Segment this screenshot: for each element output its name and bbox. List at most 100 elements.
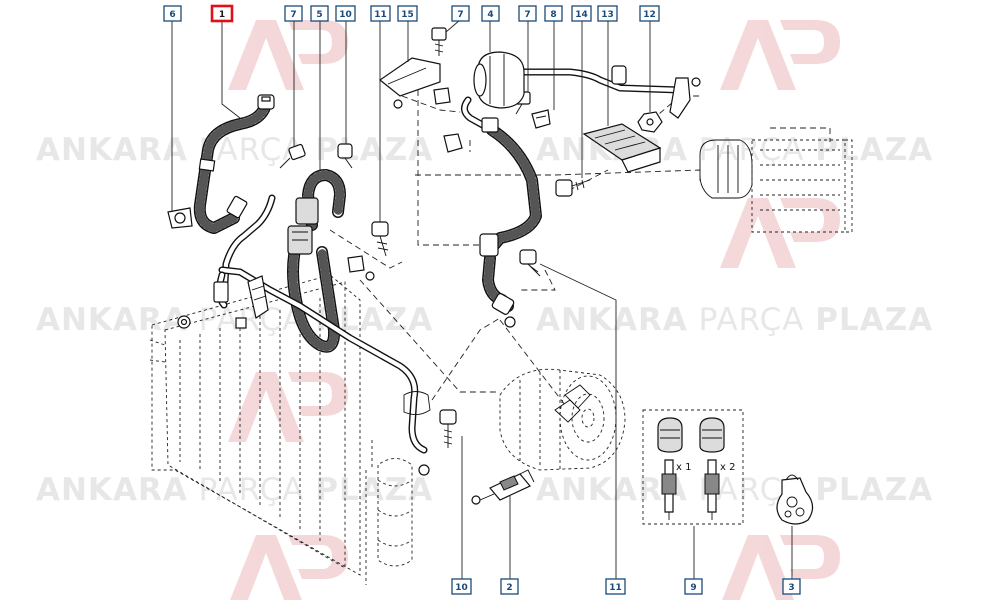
svg-text:7: 7 bbox=[524, 10, 530, 20]
refrigerant-lines bbox=[193, 65, 701, 476]
svg-text:3: 3 bbox=[788, 583, 794, 593]
svg-text:2: 2 bbox=[506, 583, 512, 593]
part-8-clip bbox=[531, 109, 551, 129]
svg-text:14: 14 bbox=[575, 10, 588, 20]
svg-text:5: 5 bbox=[316, 10, 322, 20]
callout-11[interactable]: 11 bbox=[370, 5, 391, 22]
part-6-clip bbox=[167, 207, 193, 229]
part-11-bolt-lower bbox=[519, 249, 541, 277]
svg-text:15: 15 bbox=[401, 10, 414, 20]
part-7-bolt bbox=[279, 143, 306, 169]
part-15-bracket bbox=[378, 57, 451, 109]
o-ring-icon bbox=[691, 77, 701, 87]
svg-text:4: 4 bbox=[487, 10, 493, 20]
svg-text:7: 7 bbox=[290, 10, 296, 20]
compressor-port-icon bbox=[564, 384, 591, 409]
o-ring-icon bbox=[365, 271, 375, 281]
callout-3[interactable]: 3 bbox=[782, 578, 801, 595]
callout-13[interactable]: 13 bbox=[597, 5, 618, 22]
kit-qty-2: x 2 bbox=[720, 462, 735, 473]
svg-text:9: 9 bbox=[690, 583, 696, 593]
svg-text:11: 11 bbox=[609, 583, 622, 593]
part-10-bolt bbox=[337, 143, 353, 169]
part-9-valve-kit: x 1 x 2 bbox=[642, 409, 744, 525]
hose-part-5 bbox=[287, 169, 346, 353]
callout-9[interactable]: 9 bbox=[684, 578, 703, 595]
watermark-logo bbox=[230, 535, 348, 600]
callout-1-highlighted[interactable]: 1 bbox=[210, 4, 234, 23]
o-ring-icon bbox=[504, 316, 516, 328]
part-2-pressure-switch bbox=[471, 469, 535, 505]
valve-core-icon bbox=[704, 459, 720, 520]
hose-fitting-icon bbox=[479, 233, 499, 257]
valve-core-icon bbox=[661, 459, 677, 520]
callout-4[interactable]: 4 bbox=[481, 5, 500, 22]
watermark-text: ANKARA PARÇA PLAZA bbox=[36, 472, 433, 508]
callout-11[interactable]: 11 bbox=[605, 578, 626, 595]
callout-12[interactable]: 12 bbox=[639, 5, 660, 22]
hose-part-1 bbox=[193, 94, 275, 234]
callout-10[interactable]: 10 bbox=[335, 5, 356, 22]
assembly-lines bbox=[329, 90, 701, 406]
callout-8[interactable]: 8 bbox=[544, 5, 563, 22]
condenser-outline bbox=[149, 274, 413, 585]
svg-text:1: 1 bbox=[219, 10, 225, 20]
hose-center bbox=[461, 96, 542, 328]
svg-text:6: 6 bbox=[169, 10, 175, 20]
part-3-seal-bag bbox=[776, 474, 814, 525]
compressor-outline bbox=[499, 368, 626, 471]
callout-6[interactable]: 6 bbox=[163, 5, 182, 22]
watermark-logo bbox=[720, 20, 840, 90]
callout-15[interactable]: 15 bbox=[397, 5, 418, 22]
small-parts bbox=[167, 27, 814, 525]
part-13-pad bbox=[582, 123, 662, 173]
watermark-logos bbox=[228, 20, 840, 600]
leader-lines bbox=[171, 19, 793, 580]
pipe-fitting-icon bbox=[611, 65, 627, 85]
kit-qty-1: x 1 bbox=[676, 462, 691, 473]
part-10-bolt-lower bbox=[439, 409, 457, 448]
kit-frame bbox=[642, 409, 744, 525]
part-14-bolt bbox=[555, 179, 591, 197]
o-ring-icon bbox=[418, 464, 430, 476]
callout-5[interactable]: 5 bbox=[310, 5, 329, 22]
watermark-logo bbox=[228, 372, 348, 442]
expansion-valve-icon bbox=[699, 139, 753, 199]
part-11-bolt bbox=[371, 221, 389, 257]
callouts-bottom: 10 2 11 9 3 bbox=[451, 578, 801, 595]
watermark-text: ANKARA PARÇA PLAZA bbox=[36, 302, 433, 338]
svg-text:12: 12 bbox=[643, 10, 656, 20]
svg-text:10: 10 bbox=[339, 10, 352, 20]
part-4-receiver bbox=[473, 51, 525, 109]
watermark-text: ANKARA PARÇA PLAZA bbox=[36, 132, 433, 168]
watermark-text: ANKARA PARÇA PLAZA bbox=[536, 472, 933, 508]
hose-5-block-icon bbox=[295, 197, 319, 225]
callout-7[interactable]: 7 bbox=[451, 5, 470, 22]
watermark-logo bbox=[228, 20, 348, 90]
o-ring-icon bbox=[393, 99, 403, 109]
pipe-top-right bbox=[516, 65, 701, 119]
callout-2[interactable]: 2 bbox=[500, 578, 519, 595]
o-ring-icon bbox=[471, 495, 481, 505]
callout-7[interactable]: 7 bbox=[518, 5, 537, 22]
hose-clip bbox=[347, 133, 463, 281]
part-12-nut bbox=[637, 111, 663, 133]
pipe-lower-left bbox=[213, 194, 431, 476]
svg-text:8: 8 bbox=[550, 10, 556, 20]
callouts-top: 6 1 7 5 10 11 15 7 bbox=[163, 4, 660, 23]
receiver-drier bbox=[365, 440, 413, 585]
watermark-logo bbox=[722, 535, 840, 600]
svg-text:7: 7 bbox=[457, 10, 463, 20]
watermark-text: ANKARA PARÇA PLAZA bbox=[536, 302, 933, 338]
watermark-logo bbox=[720, 198, 840, 268]
svg-text:10: 10 bbox=[455, 583, 468, 593]
valve-cap-icon bbox=[657, 417, 683, 453]
part-7-bolt bbox=[431, 27, 447, 56]
pipe-clamp-icon bbox=[213, 281, 229, 303]
callout-14[interactable]: 14 bbox=[571, 5, 592, 22]
svg-text:13: 13 bbox=[601, 10, 614, 20]
callout-10[interactable]: 10 bbox=[451, 578, 472, 595]
callout-7[interactable]: 7 bbox=[284, 5, 303, 22]
